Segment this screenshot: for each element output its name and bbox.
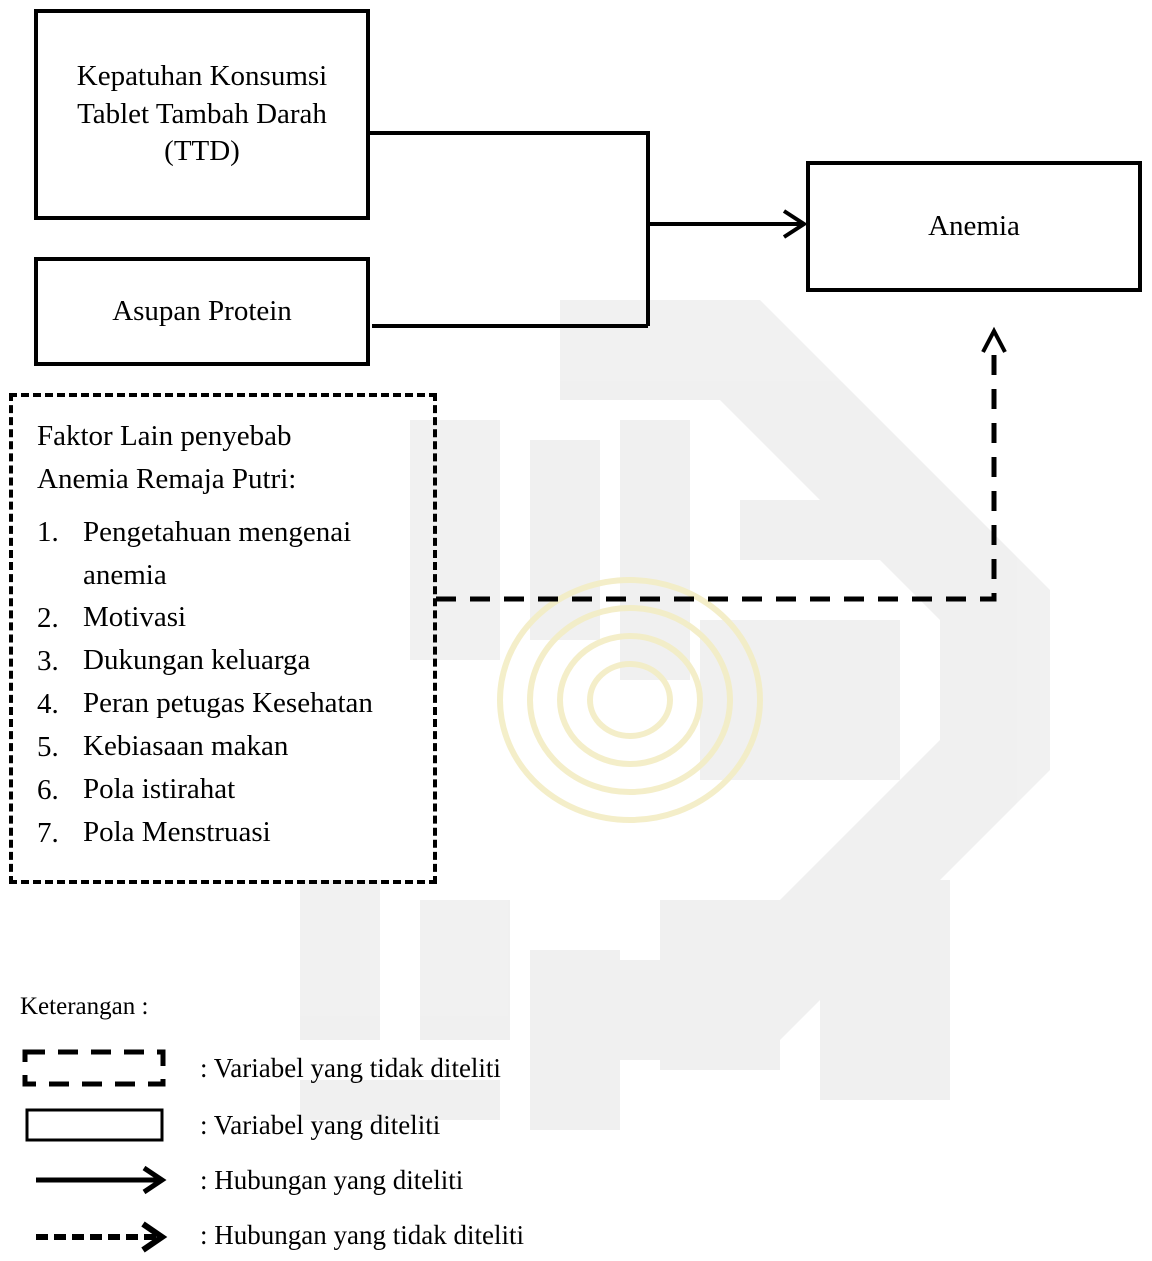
legend-item-dashed-box: : Variabel yang tidak diteliti (0, 1048, 501, 1088)
factor-number: 5. (37, 731, 59, 763)
ttd-compliance-box: Kepatuhan Konsumsi Tablet Tambah Darah (… (34, 9, 370, 220)
dashed-connector-to-anemia (436, 344, 997, 602)
factor-text: Peran petugas Kesehatan (83, 687, 373, 719)
factor-text: Pola Menstruasi (83, 816, 271, 848)
dashed-arrowhead (981, 326, 1007, 353)
factor-text: Pola istirahat (83, 773, 236, 805)
factor-item: 7. Pola Menstruasi (37, 812, 433, 855)
factor-item: 1. Pengetahuan mengenai anemia (37, 511, 433, 597)
legend-item-solid-box: : Variabel yang diteliti (0, 1105, 440, 1145)
legend-label: : Hubungan yang tidak diteliti (200, 1219, 524, 1250)
factor-text: Dukungan keluarga (83, 644, 311, 676)
legend-item-solid-arrow: : Hubungan yang diteliti (0, 1160, 463, 1200)
legend-label: : Variabel yang tidak diteliti (200, 1052, 501, 1083)
ttd-line-3: (TTD) (164, 135, 240, 168)
ttd-connector (368, 131, 650, 326)
dashed-arrow-symbol (0, 1215, 200, 1255)
factors-heading: Faktor Lain penyebab Anemia Remaja Putri… (37, 415, 433, 501)
factor-number: 3. (37, 645, 59, 677)
anemia-label: Anemia (928, 209, 1020, 242)
factors-heading-line-2: Anemia Remaja Putri: (37, 463, 297, 495)
factor-text: Motivasi (83, 601, 187, 633)
protein-label: Asupan Protein (112, 294, 292, 327)
ttd-line-1: Kepatuhan Konsumsi (76, 59, 328, 92)
factors-list: 1. Pengetahuan mengenai anemia 2. Motivasi… (37, 511, 433, 855)
anemia-box: Anemia (806, 161, 1142, 292)
factor-item: 4. Peran petugas Kesehatan (37, 683, 433, 726)
factor-item: 5. Kebiasaan makan (37, 726, 433, 769)
factor-item: 6. Pola istirahat (37, 769, 433, 812)
other-factors-box: Faktor Lain penyebab Anemia Remaja Putri… (9, 393, 437, 884)
solid-arrowhead (782, 209, 808, 239)
solid-arrow-symbol (0, 1160, 200, 1200)
factor-number: 2. (37, 602, 59, 634)
factor-number: 4. (37, 688, 59, 720)
factor-number: 6. (37, 774, 59, 806)
legend-label: : Hubungan yang diteliti (200, 1164, 464, 1195)
protein-intake-box: Asupan Protein (34, 257, 370, 366)
dashed-box-symbol (0, 1048, 200, 1088)
factor-item: 2. Motivasi (37, 597, 433, 640)
legend-label: : Variabel yang diteliti (200, 1109, 441, 1140)
factor-item: 3. Dukungan keluarga (37, 640, 433, 683)
factor-number: 1. (37, 516, 59, 548)
legend-title: Keterangan : (20, 993, 149, 1020)
ttd-line-2: Tablet Tambah Darah (77, 97, 327, 130)
factors-heading-line-1: Faktor Lain penyebab (37, 420, 292, 452)
factor-number: 7. (37, 817, 59, 849)
solid-box-symbol (0, 1105, 200, 1145)
legend-item-dashed-arrow: : Hubungan yang tidak diteliti (0, 1215, 524, 1255)
factor-text: Kebiasaan makan (83, 730, 289, 762)
factor-text: Pengetahuan mengenai anemia (83, 516, 352, 591)
